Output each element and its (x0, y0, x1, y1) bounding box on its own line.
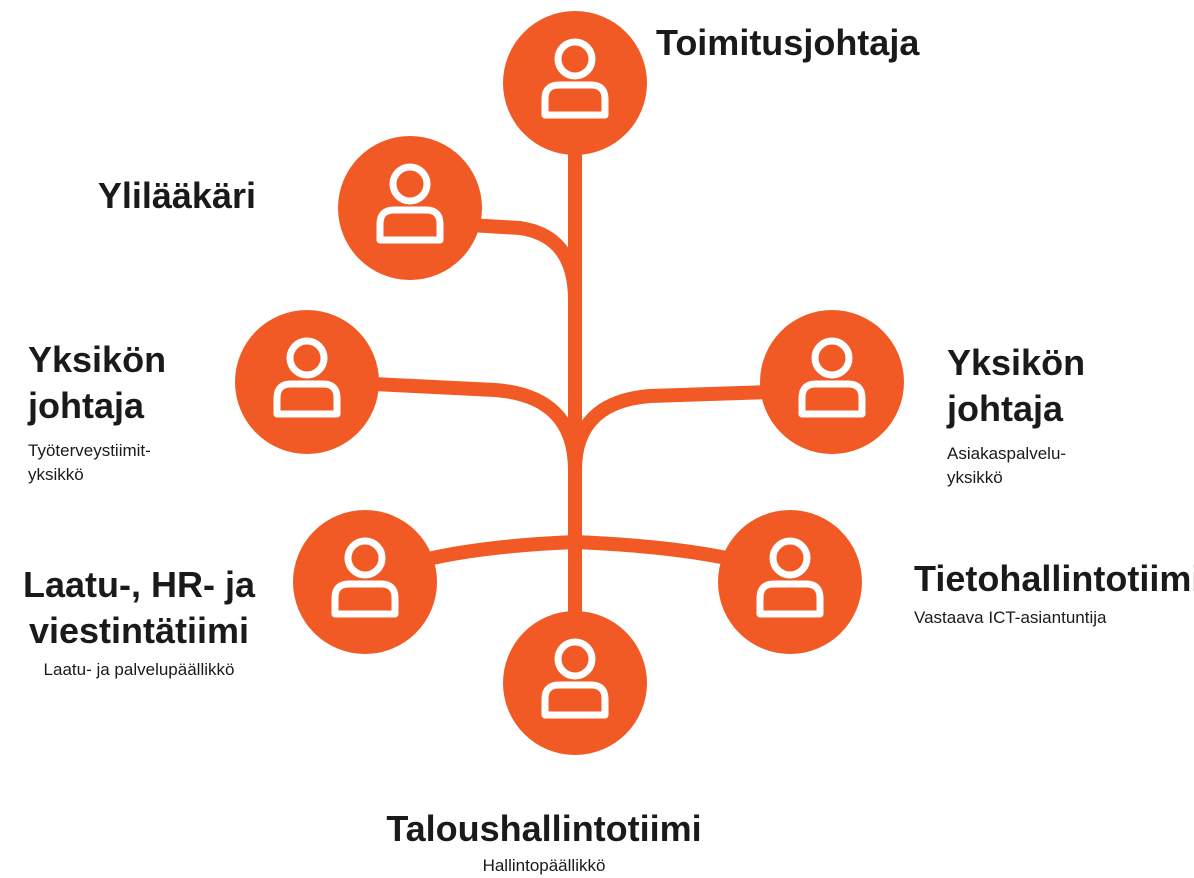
node-title: Laatu-, HR- ja viestintätiimi (22, 564, 255, 651)
label-ceo: Toimitusjohtaja (656, 20, 919, 66)
node-title: Taloushallintotiimi (386, 808, 702, 849)
node-subtitle: Vastaava ICT-asiantuntija (914, 608, 1107, 627)
connector-unit-head-right (568, 383, 839, 477)
node-unit-head-left (235, 310, 379, 454)
node-subtitle: Laatu- ja palvelupäällikkö (43, 660, 235, 679)
node-title: Ylilääkäri (97, 175, 256, 216)
label-chief-physician: Ylilääkäri (98, 173, 256, 219)
node-subtitle: Työterveystiimit- yksikkö (28, 441, 151, 484)
node-subtitle: Hallintopäällikkö (482, 856, 606, 875)
node-title: Toimitusjohtaja (656, 22, 920, 63)
label-it-team: Tietohallintotiimi Vastaava ICT-asiantun… (914, 556, 1194, 630)
node-finance-team (503, 611, 647, 755)
node-ceo (503, 11, 647, 155)
node-subtitle: Asiakaspalvelu- yksikkö (947, 444, 1067, 487)
node-title: Yksikön johtaja (28, 339, 167, 426)
label-quality-team: Laatu-, HR- ja viestintätiimi Laatu- ja … (4, 562, 274, 682)
node-quality-team (293, 510, 437, 654)
node-title: Tietohallintotiimi (914, 558, 1194, 599)
connector-chief-physician (413, 215, 582, 307)
node-title: Yksikön johtaja (947, 342, 1086, 429)
node-unit-head-right (760, 310, 904, 454)
label-unit-head-left: Yksikön johtaja Työterveystiimit- yksikk… (28, 337, 166, 487)
label-unit-head-right: Yksikön johtaja Asiakaspalvelu- yksikkö (947, 340, 1085, 490)
node-it-team (718, 510, 862, 654)
node-chief-physician (338, 136, 482, 280)
label-finance-team: Taloushallintotiimi Hallintopäällikkö (384, 806, 704, 878)
